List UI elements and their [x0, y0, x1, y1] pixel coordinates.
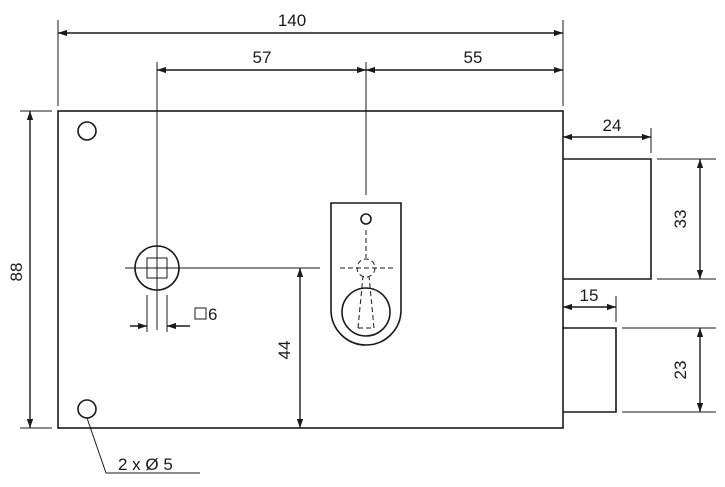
deadbolt-outline [563, 158, 652, 280]
square-symbol-icon [194, 307, 207, 320]
latch-bolt-outline [563, 327, 617, 413]
mounting-hole-top [77, 121, 97, 141]
mounting-hole-bottom [77, 399, 97, 419]
label-keyhole-offset: 55 [464, 48, 483, 67]
label-overall-width: 140 [278, 11, 306, 30]
lock-body-outline [57, 110, 564, 429]
label-spindle-height: 44 [275, 341, 294, 360]
label-latch-height: 23 [671, 361, 690, 380]
label-latch-projection: 15 [580, 286, 599, 305]
label-bolt-projection: 24 [603, 116, 622, 135]
label-spindle-square: 6 [208, 305, 217, 324]
label-spindle-offset: 57 [253, 48, 272, 67]
label-overall-height: 88 [7, 263, 26, 282]
extension-lines [20, 20, 716, 474]
keyhole-escutcheon [330, 202, 402, 346]
label-bolt-height: 33 [671, 210, 690, 229]
label-mounting-holes: 2 x Ø 5 [118, 455, 173, 474]
